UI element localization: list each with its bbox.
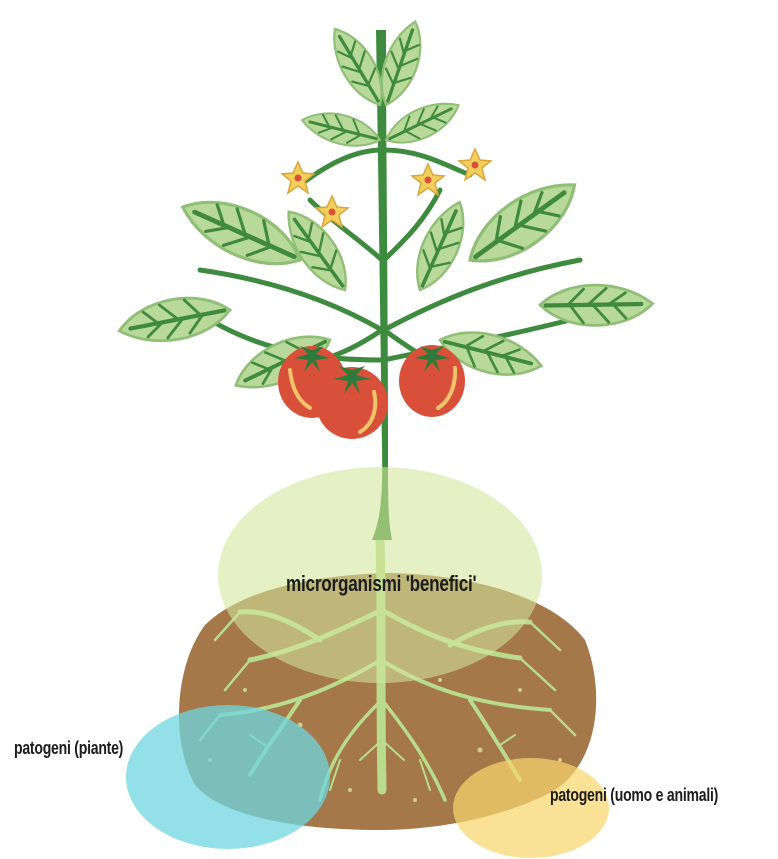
plant-pathogens-label: patogeni (piante) <box>14 738 123 759</box>
human-animal-pathogens-zone <box>453 758 609 858</box>
stem <box>372 30 392 540</box>
beneficial-microorganisms-label: microrganismi 'benefici' <box>286 571 476 597</box>
human-animal-pathogens-label: patogeni (uomo e animali) <box>550 785 718 806</box>
plant-pathogens-zone <box>126 705 330 849</box>
